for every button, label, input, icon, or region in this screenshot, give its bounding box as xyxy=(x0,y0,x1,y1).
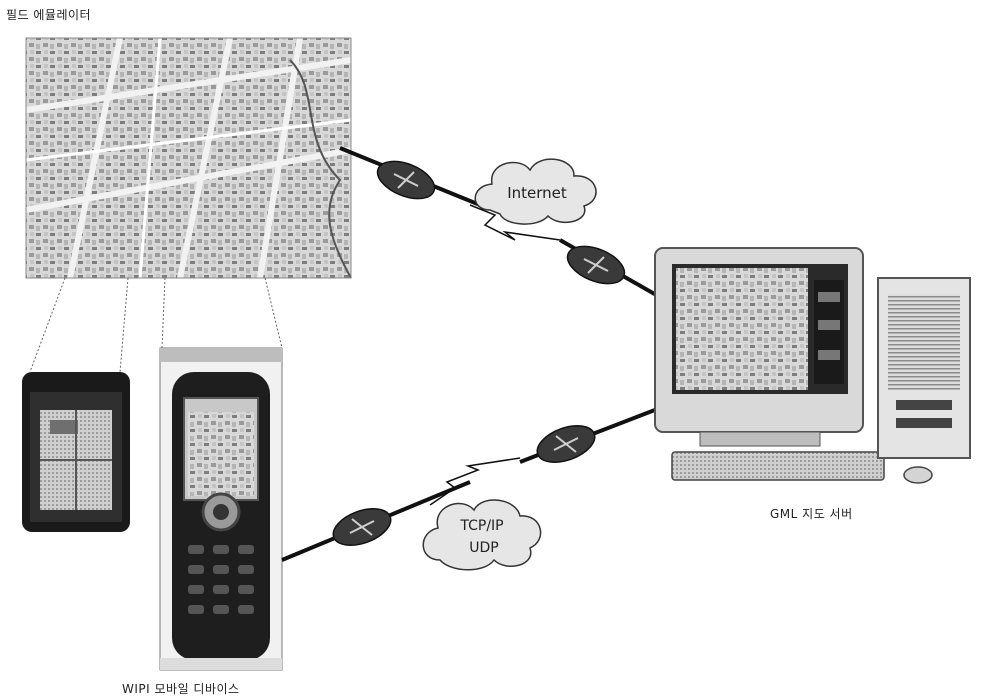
tcpip-label: TCP/IP xyxy=(459,518,503,534)
wipi-mobile-device xyxy=(160,348,282,670)
tcpip-udp-cloud: TCP/IP UDP xyxy=(423,500,540,570)
internet-cloud-label: Internet xyxy=(507,184,567,202)
field-emulator-map xyxy=(26,38,351,278)
lightning-links xyxy=(430,205,560,505)
router-1 xyxy=(372,154,440,206)
gml-map-server xyxy=(655,248,970,483)
udp-label: UDP xyxy=(469,540,498,556)
router-4 xyxy=(328,502,395,553)
router-3 xyxy=(532,419,599,470)
small-device-screen xyxy=(22,372,130,532)
